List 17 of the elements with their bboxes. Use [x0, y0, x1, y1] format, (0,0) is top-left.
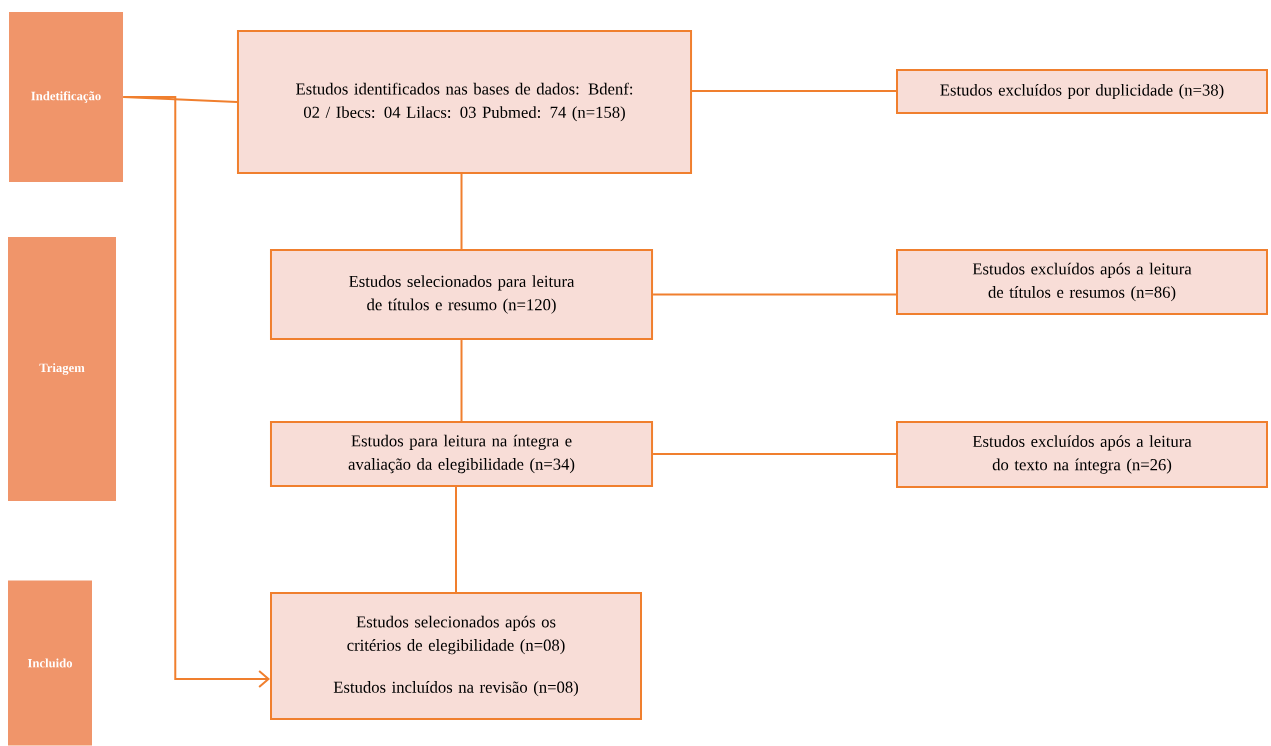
connector	[652, 453, 897, 455]
connector	[460, 173, 463, 250]
connector	[691, 90, 897, 92]
stage-band: Indetificação	[9, 12, 123, 182]
stage-band: Incluido	[8, 580, 92, 746]
process-box: Estudos selecionados para leitura de títulos e resumo (n=120)	[270, 248, 654, 341]
process-box: Estudos para leitura na íntegra e avaliação da elegibilidade (n=34)	[270, 421, 654, 487]
stage-band: Triagem	[8, 237, 116, 501]
process-box: Estudos excluídos após a leitura de títulos e resumos (n=86)	[896, 249, 1268, 315]
connector	[652, 293, 897, 296]
connector	[460, 339, 463, 422]
process-box: Estudos selecionados após os critérios de elegibilidade (n=08) Estudos incluídos na revisão (n=08)	[270, 592, 642, 720]
connector	[455, 486, 457, 593]
process-box: Estudos excluídos após a leitura do texto na íntegra (n=26)	[896, 420, 1268, 489]
process-box: Estudos excluídos por duplicidade (n=38)	[896, 69, 1268, 114]
process-box: Estudos identificados nas bases de dados: Bdenf: 02 / Ibecs: 04 Lilacs: 03 Pubmed: 74 (n=158)	[236, 30, 693, 174]
connector	[122, 96, 270, 688]
